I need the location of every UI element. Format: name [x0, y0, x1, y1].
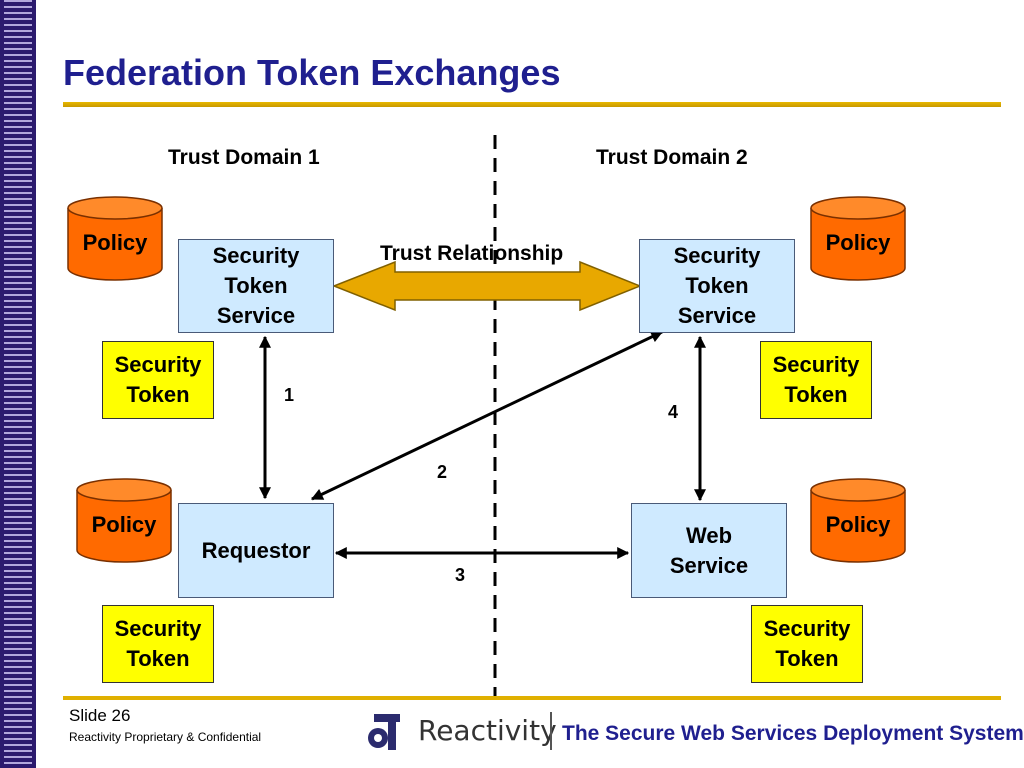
- requestor-label: Requestor: [201, 537, 311, 563]
- token-line-1: Security: [114, 616, 202, 641]
- arrow-label-1: 1: [284, 385, 295, 405]
- database-icon: [810, 196, 906, 281]
- sts-left-line-3: Service: [216, 303, 296, 328]
- trust-domain-2-label: Trust Domain 2: [596, 146, 748, 169]
- reactivity-logo-icon: [368, 714, 400, 750]
- web-service-box: Web Service: [631, 503, 787, 598]
- arrow-2: [310, 330, 664, 501]
- trust-relationship-arrow: [331, 260, 643, 312]
- security-token-service-left: Security Token Service: [178, 239, 334, 333]
- title-underline: [63, 102, 1001, 107]
- policy-cylinder-bottom-right: Policy: [810, 478, 906, 564]
- arrow-label-3: 3: [455, 565, 466, 585]
- arrow-label-2: 2: [437, 462, 448, 482]
- confidentiality-notice: Reactivity Proprietary & Confidential: [69, 730, 262, 744]
- slide-title: Federation Token Exchanges: [63, 52, 561, 93]
- database-icon: [810, 478, 906, 563]
- policy-label: Policy: [825, 230, 891, 255]
- database-icon: [67, 196, 163, 281]
- policy-label: Policy: [82, 230, 148, 255]
- sts-right-line-3: Service: [677, 303, 757, 328]
- web-service-line-2: Service: [669, 552, 749, 578]
- policy-label: Policy: [825, 512, 891, 537]
- policy-cylinder-top-right: Policy: [810, 196, 906, 282]
- sts-right-line-2: Token: [685, 273, 749, 298]
- policy-cylinder-top-left: Policy: [67, 196, 163, 282]
- token-line-2: Token: [784, 382, 848, 407]
- sts-right-line-1: Security: [673, 243, 761, 268]
- arrow-label-4: 4: [668, 402, 679, 422]
- trust-relationship-label: Trust Relationship: [380, 242, 564, 265]
- sts-left-line-1: Security: [212, 243, 300, 268]
- slide-number: Slide 26: [69, 706, 131, 725]
- policy-cylinder-bottom-left: Policy: [76, 478, 172, 564]
- security-token-service-right: Security Token Service: [639, 239, 795, 333]
- token-line-1: Security: [763, 616, 851, 641]
- footer-rule: [63, 696, 1001, 700]
- brand-name: Reactivity: [418, 714, 557, 747]
- trust-domain-1-label: Trust Domain 1: [168, 146, 320, 169]
- logo-separator: [550, 712, 552, 750]
- token-line-2: Token: [775, 646, 839, 671]
- token-line-2: Token: [126, 646, 190, 671]
- token-line-1: Security: [772, 352, 860, 377]
- token-line-2: Token: [126, 382, 190, 407]
- web-service-line-1: Web: [685, 522, 733, 548]
- token-line-1: Security: [114, 352, 202, 377]
- brand-tagline: The Secure Web Services Deployment Syste…: [562, 722, 1024, 745]
- requestor-box: Requestor: [178, 503, 334, 598]
- sts-left-line-2: Token: [224, 273, 288, 298]
- sidebar-stripes: [4, 0, 32, 768]
- left-sidebar-decoration: [0, 0, 36, 768]
- database-icon: [76, 478, 172, 563]
- policy-label: Policy: [91, 512, 157, 537]
